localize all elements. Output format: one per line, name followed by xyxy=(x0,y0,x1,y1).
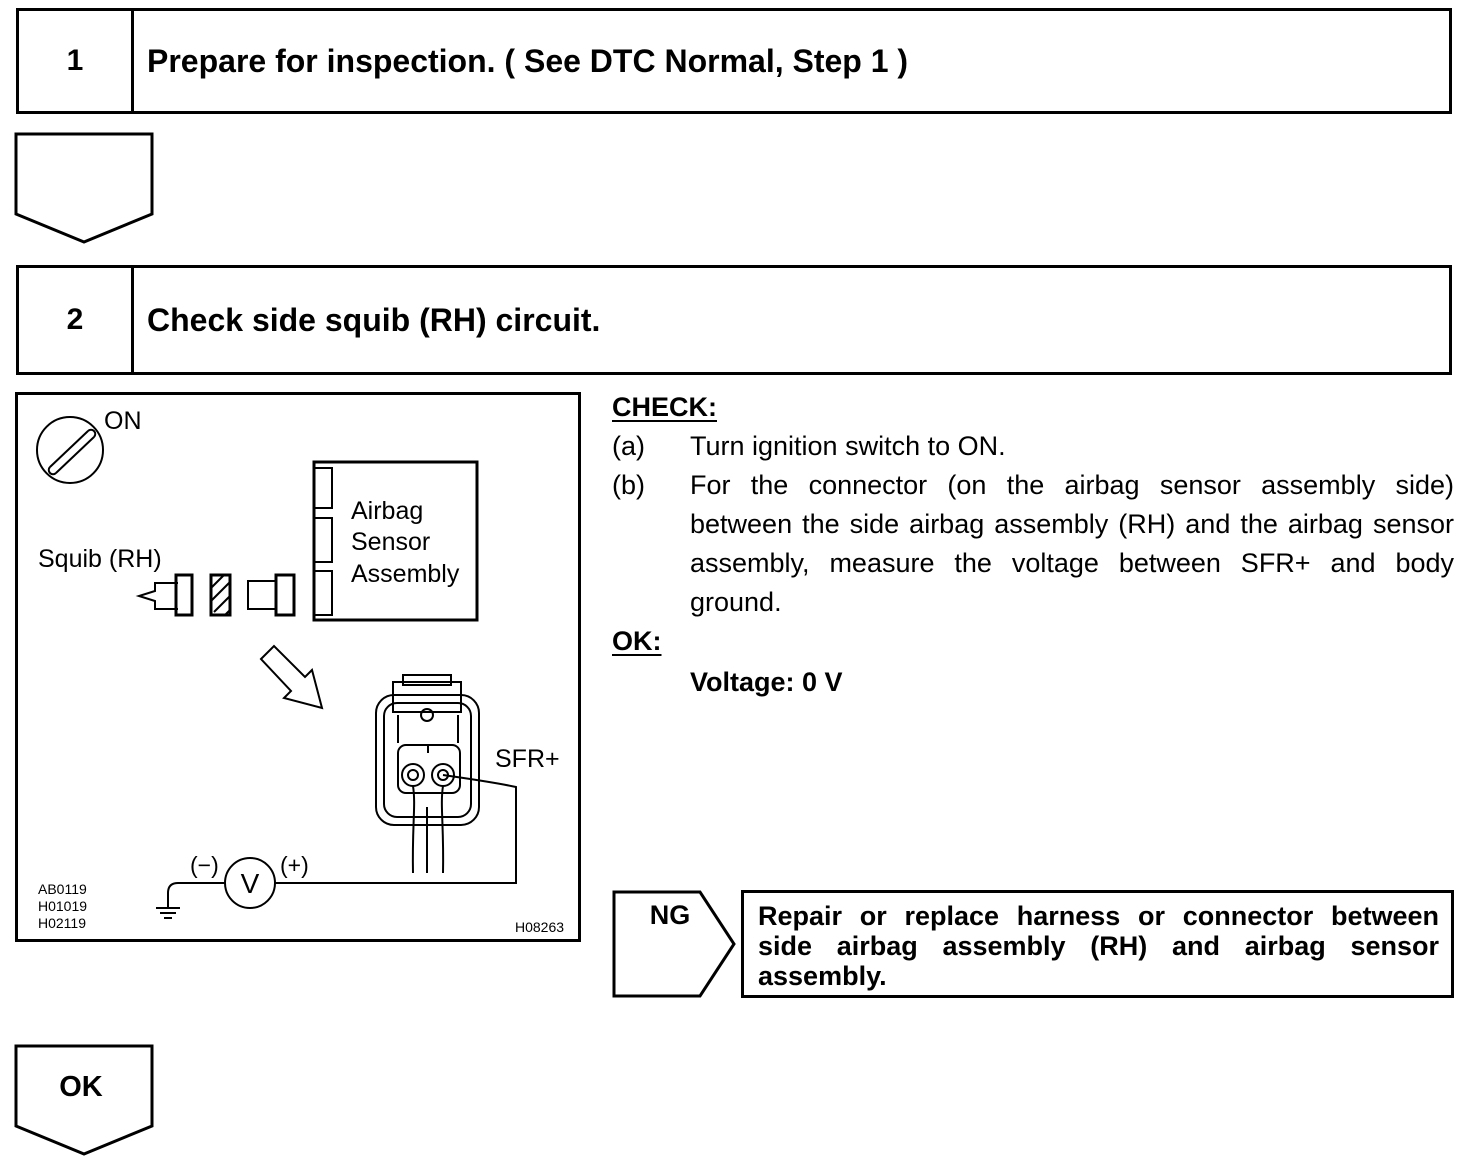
airbag-sensor-assembly-icon xyxy=(312,460,479,622)
squib-connector-icon xyxy=(135,573,296,617)
figure-code-2: H01019 xyxy=(38,898,87,914)
step-2-title: Check side squib (RH) circuit. xyxy=(147,301,601,338)
circuit-figure: ON Airbag Sensor Assembly Squib (RH) xyxy=(15,392,581,942)
ng-arrow: NG xyxy=(612,890,736,998)
figure-id: H08263 xyxy=(515,919,564,935)
direction-arrow-icon xyxy=(259,644,324,710)
check-item-b-label: (b) xyxy=(612,470,645,500)
check-item-a-text: Turn ignition switch to ON. xyxy=(690,431,1006,461)
figure-code-1: AB0119 xyxy=(38,881,87,897)
sensor-label-line-2: Sensor xyxy=(351,528,430,556)
check-item-a: (a) Turn ignition switch to ON. xyxy=(612,427,1454,466)
meter-minus-label: (−) xyxy=(190,852,219,878)
ng-label: NG xyxy=(650,900,691,930)
ignition-switch-icon xyxy=(36,416,104,484)
flow-arrow-down xyxy=(14,132,154,244)
sensor-label-line-3: Assembly xyxy=(351,560,460,588)
step-2-box: 2 Check side squib (RH) circuit. xyxy=(16,265,1452,375)
check-heading: CHECK: xyxy=(612,392,717,422)
probe-wire xyxy=(274,774,517,884)
ng-repair-text: Repair or replace harness or connector b… xyxy=(741,890,1454,998)
circuit-diagram: ON Airbag Sensor Assembly Squib (RH) xyxy=(36,407,564,935)
ok-value: Voltage: 0 V xyxy=(690,667,843,697)
voltmeter-symbol: V xyxy=(241,868,260,899)
check-section: CHECK: (a) Turn ignition switch to ON. (… xyxy=(612,388,1454,702)
meter-plus-label: (+) xyxy=(280,852,309,878)
step-2-number: 2 xyxy=(19,268,134,372)
check-item-b-text: For the connector (on the airbag sensor … xyxy=(690,470,1454,617)
ok-heading: OK: xyxy=(612,626,662,656)
sensor-label-line-1: Airbag xyxy=(351,497,423,525)
ok-arrow: OK xyxy=(14,1044,154,1156)
figure-code-3: H02119 xyxy=(38,915,86,931)
connector-detail-icon xyxy=(375,674,480,874)
sfr-plus-label: SFR+ xyxy=(495,745,560,773)
check-item-b: (b) For the connector (on the airbag sen… xyxy=(612,466,1454,622)
ground-icon xyxy=(156,882,225,919)
ignition-on-label: ON xyxy=(104,407,142,435)
step-1-number: 1 xyxy=(19,11,134,111)
step-1-box: 1 Prepare for inspection. ( See DTC Norm… xyxy=(16,8,1452,114)
step-1-title: Prepare for inspection. ( See DTC Normal… xyxy=(147,42,909,79)
ok-arrow-label: OK xyxy=(59,1071,103,1103)
squib-label: Squib (RH) xyxy=(38,545,162,573)
check-item-a-label: (a) xyxy=(612,431,645,461)
